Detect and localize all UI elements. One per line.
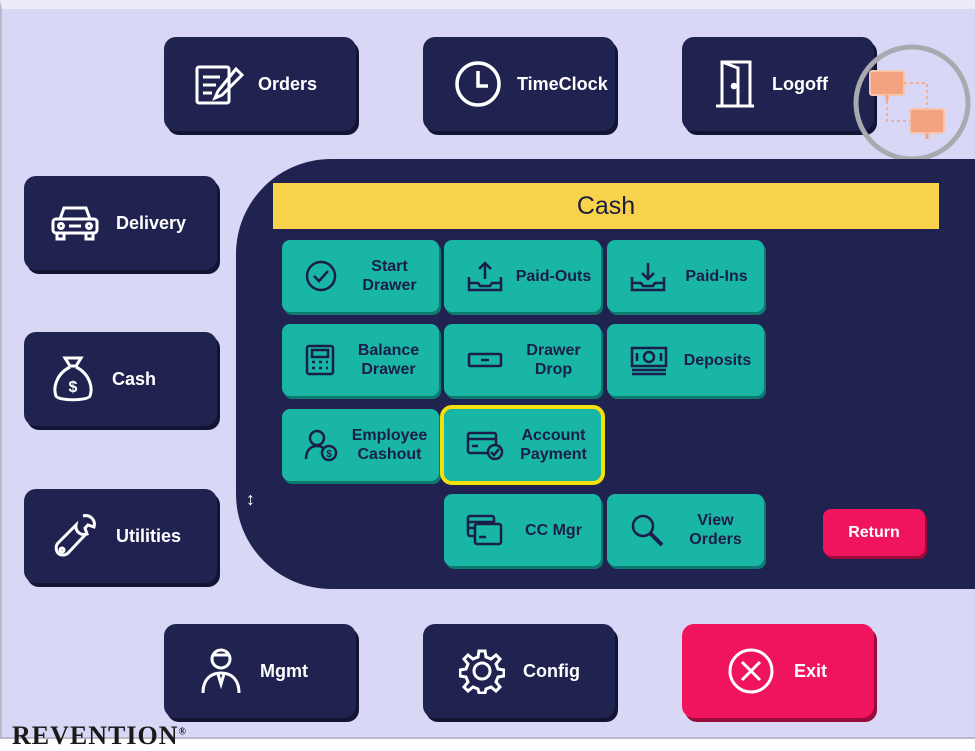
tray-upload-icon bbox=[466, 259, 504, 293]
paid-ins-tile[interactable]: Paid-Ins bbox=[607, 240, 764, 312]
view-orders-tile[interactable]: View Orders bbox=[607, 494, 764, 566]
check-circle-icon bbox=[304, 259, 338, 293]
drawer-icon bbox=[466, 343, 504, 377]
gear-icon bbox=[459, 648, 505, 694]
start-drawer-label: Start Drawer bbox=[362, 258, 417, 294]
deposits-label: Deposits bbox=[683, 351, 752, 369]
close-circle-icon bbox=[726, 646, 776, 696]
wrench-icon bbox=[50, 511, 100, 561]
start-drawer-tile[interactable]: Start Drawer bbox=[282, 240, 439, 312]
orders-label: Orders bbox=[258, 73, 318, 94]
timeclock-label: TimeClock bbox=[517, 73, 608, 94]
delivery-label: Delivery bbox=[116, 212, 187, 233]
cash-button[interactable]: $ Cash bbox=[24, 332, 217, 426]
panel-title: Cash bbox=[273, 183, 939, 229]
svg-text:$: $ bbox=[69, 379, 78, 396]
cash-stack-icon bbox=[629, 343, 669, 377]
timeclock-button[interactable]: TimeClock bbox=[423, 37, 615, 131]
cc-mgr-tile[interactable]: CC Mgr bbox=[444, 494, 601, 566]
deposits-tile[interactable]: Deposits bbox=[607, 324, 764, 396]
logoff-label: Logoff bbox=[772, 73, 828, 94]
utilities-button[interactable]: Utilities bbox=[24, 489, 217, 583]
car-icon bbox=[50, 203, 100, 243]
clock-icon bbox=[453, 59, 503, 109]
tray-download-icon bbox=[629, 259, 667, 293]
orders-button[interactable]: Orders bbox=[164, 37, 356, 131]
return-button[interactable]: Return bbox=[823, 509, 925, 556]
svg-text:$: $ bbox=[326, 449, 332, 460]
account-payment-tile[interactable]: Account Payment bbox=[440, 405, 605, 485]
cash-label: Cash bbox=[112, 368, 157, 389]
drawer-drop-tile[interactable]: Drawer Drop bbox=[444, 324, 601, 396]
paid-outs-tile[interactable]: Paid-Outs bbox=[444, 240, 601, 312]
mgmt-button[interactable]: Mgmt bbox=[164, 624, 356, 718]
magnifier-icon bbox=[629, 512, 665, 548]
card-check-icon bbox=[466, 428, 504, 462]
balance-drawer-label: Balance Drawer bbox=[357, 342, 420, 378]
credit-card-icon bbox=[466, 513, 504, 547]
exit-button[interactable]: Exit bbox=[682, 624, 874, 718]
balance-drawer-tile[interactable]: Balance Drawer bbox=[282, 324, 439, 396]
orders-notepad-icon bbox=[194, 61, 244, 107]
door-icon bbox=[712, 59, 758, 109]
config-button[interactable]: Config bbox=[423, 624, 615, 718]
manager-icon bbox=[200, 646, 242, 696]
utilities-label: Utilities bbox=[116, 525, 182, 546]
employee-coin-icon: $ bbox=[304, 428, 338, 462]
resize-icon[interactable]: ↕ bbox=[246, 489, 255, 509]
paid-outs-label: Paid-Outs bbox=[515, 267, 592, 285]
employee-cashout-tile[interactable]: $ Employee Cashout bbox=[282, 409, 439, 481]
employee-cashout-label: Employee Cashout bbox=[351, 427, 428, 463]
money-bag-icon: $ bbox=[50, 354, 96, 404]
config-label: Config bbox=[523, 660, 580, 681]
network-status-icon bbox=[852, 43, 972, 163]
account-payment-label: Account Payment bbox=[520, 427, 587, 463]
drawer-drop-label: Drawer Drop bbox=[526, 342, 581, 378]
logoff-button[interactable]: Logoff bbox=[682, 37, 874, 131]
exit-label: Exit bbox=[794, 660, 828, 681]
view-orders-label: View Orders bbox=[689, 512, 742, 548]
mgmt-label: Mgmt bbox=[260, 660, 308, 681]
register-icon bbox=[304, 343, 336, 377]
paid-ins-label: Paid-Ins bbox=[685, 267, 748, 285]
delivery-button[interactable]: Delivery bbox=[24, 176, 217, 270]
cc-mgr-label: CC Mgr bbox=[525, 521, 582, 539]
revention-logo: REVENTION® bbox=[12, 721, 187, 750]
